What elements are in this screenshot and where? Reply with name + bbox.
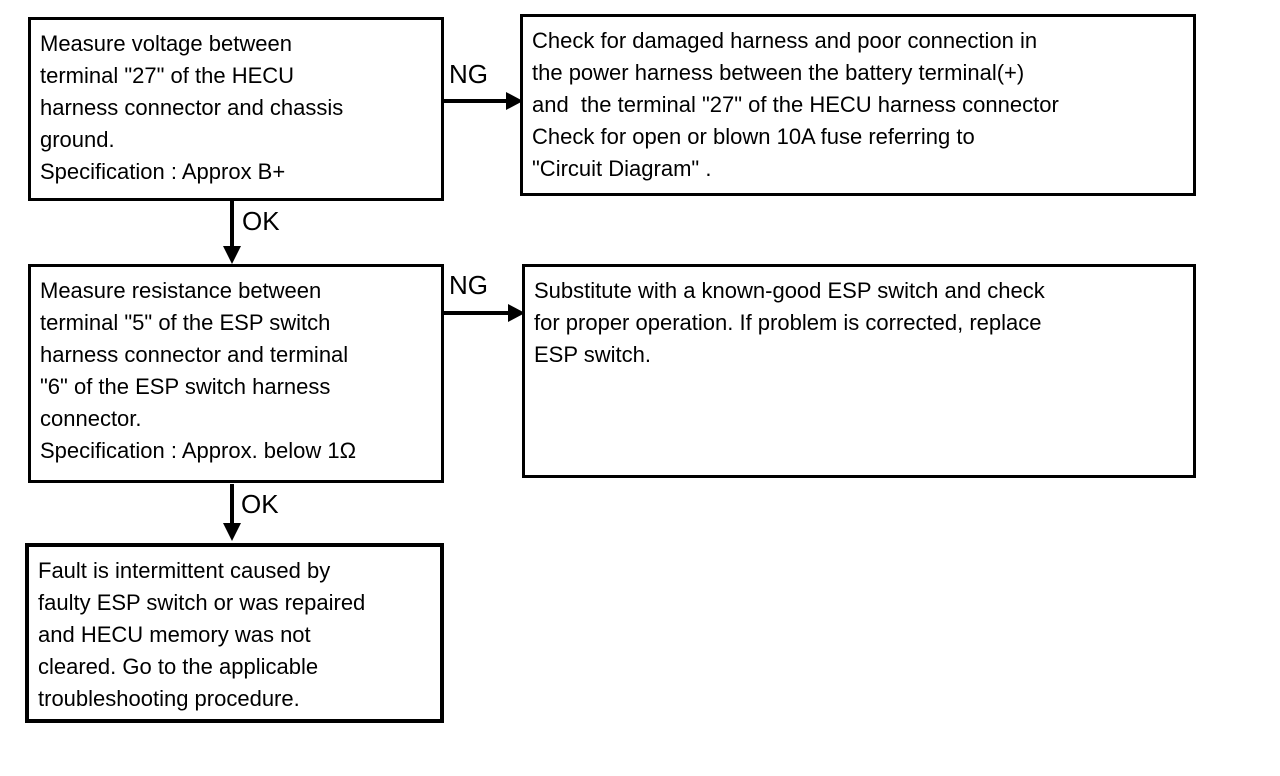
measure-voltage-box: Measure voltage between terminal "27" of… bbox=[28, 17, 444, 201]
check-harness-text: Check for damaged harness and poor conne… bbox=[532, 28, 1059, 181]
ok2-label: OK bbox=[241, 489, 279, 519]
intermittent-fault-box: Fault is intermittent caused by faulty E… bbox=[25, 543, 444, 723]
measure-resistance-box: Measure resistance between terminal "5" … bbox=[28, 264, 444, 483]
ok1-label: OK bbox=[242, 206, 280, 236]
check-harness-box: Check for damaged harness and poor conne… bbox=[520, 14, 1196, 196]
substitute-switch-box: Substitute with a known-good ESP switch … bbox=[522, 264, 1196, 478]
intermittent-fault-text: Fault is intermittent caused by faulty E… bbox=[38, 558, 366, 711]
ng1-label: NG bbox=[449, 59, 488, 89]
measure-resistance-text: Measure resistance between terminal "5" … bbox=[40, 278, 357, 463]
substitute-switch-text: Substitute with a known-good ESP switch … bbox=[534, 278, 1045, 367]
ok2-arrow-head bbox=[223, 523, 241, 541]
ng2-label: NG bbox=[449, 270, 488, 300]
ok1-arrow-head bbox=[223, 246, 241, 264]
measure-voltage-text: Measure voltage between terminal "27" of… bbox=[40, 31, 344, 184]
